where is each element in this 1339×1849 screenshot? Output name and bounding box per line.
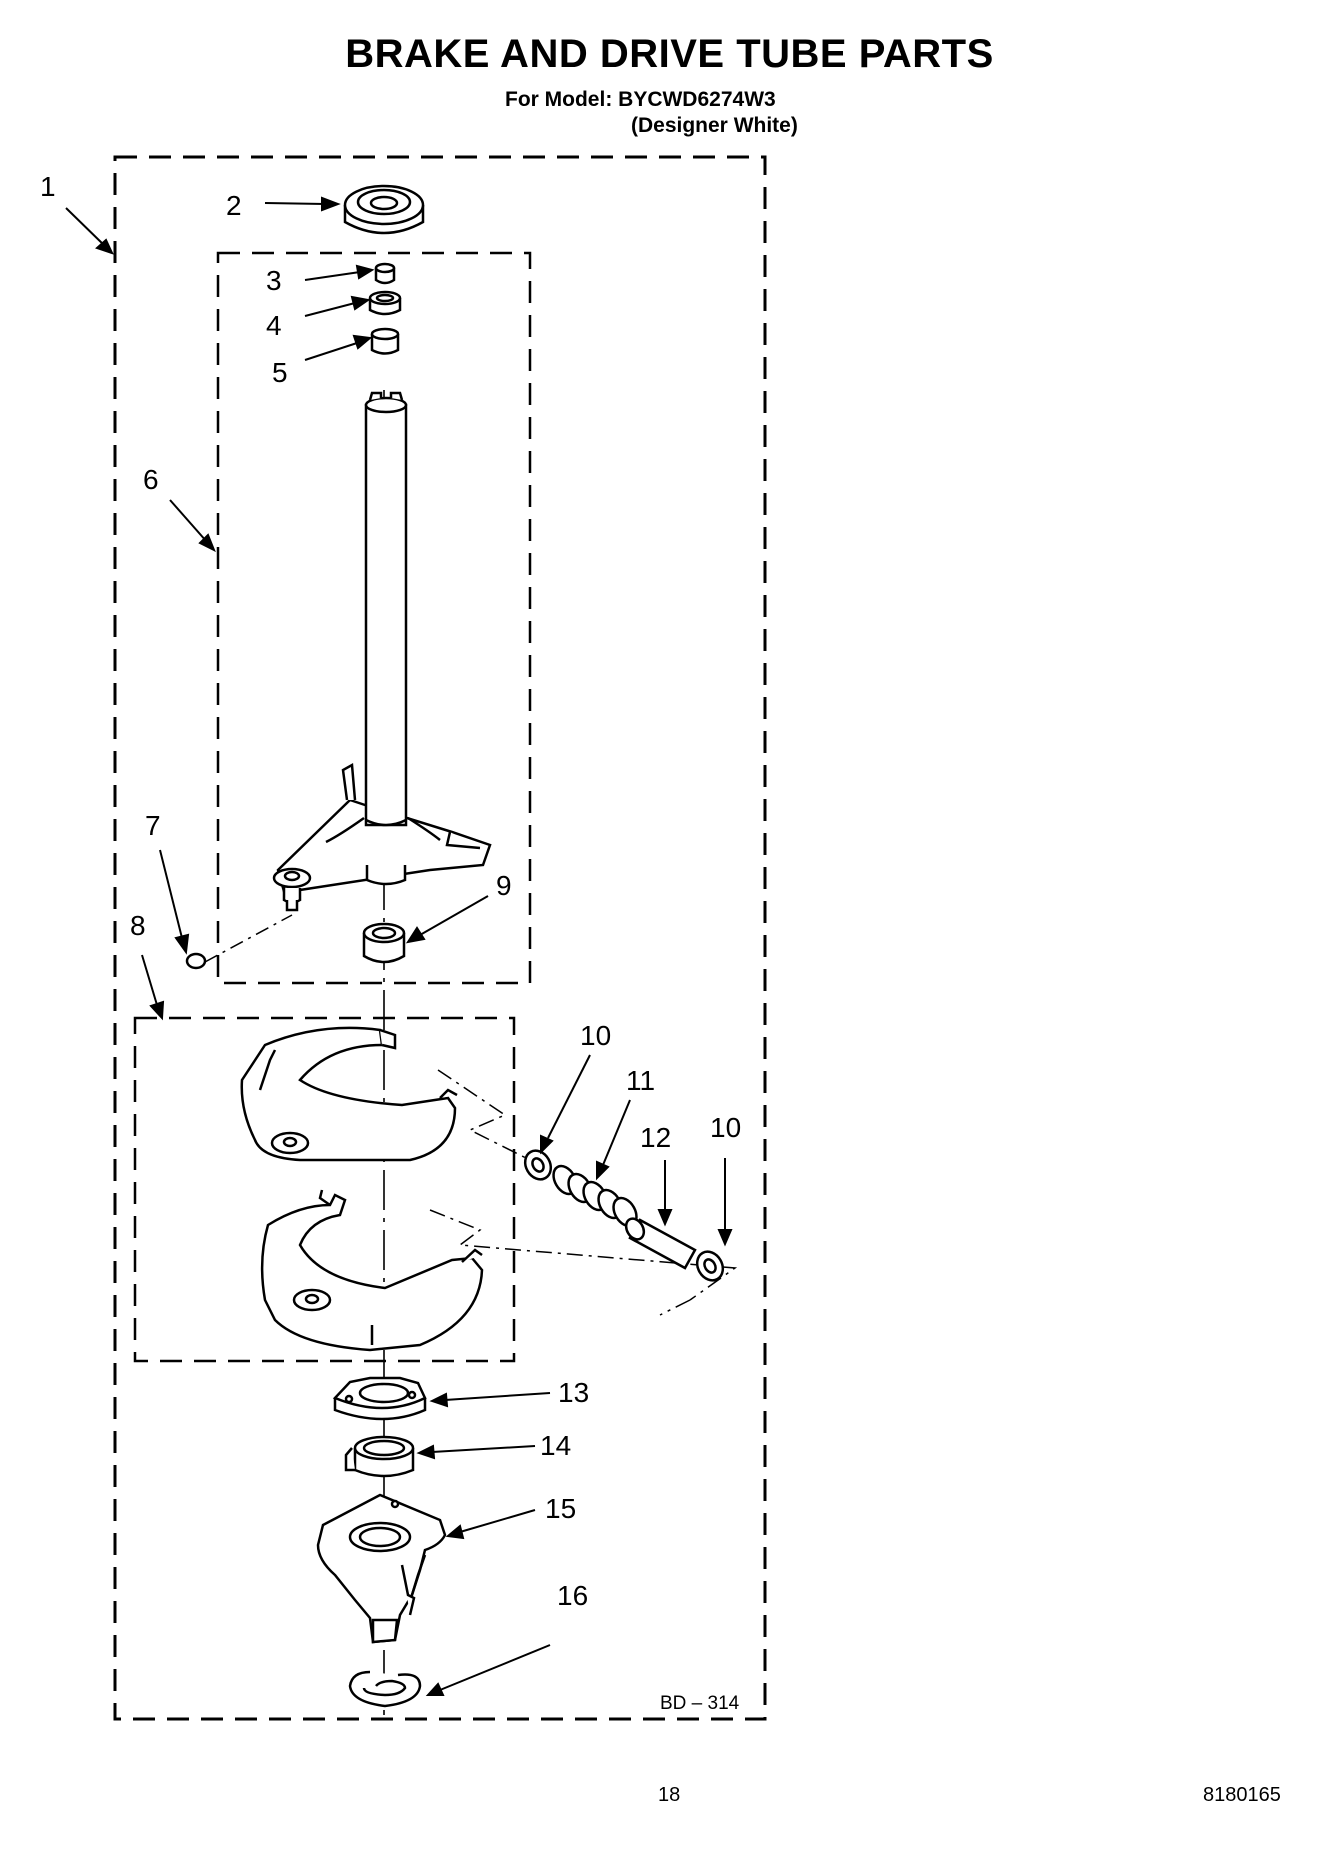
callout-2: 2: [226, 190, 242, 221]
callout-14: 14: [540, 1430, 571, 1461]
callout-12: 12: [640, 1122, 671, 1153]
callout-10-right: 10: [710, 1112, 741, 1143]
clamp-ring-part: [344, 1435, 415, 1478]
washer-left: [523, 1149, 553, 1181]
page-number: 18: [658, 1784, 681, 1806]
washer-right: [695, 1250, 725, 1282]
callout-5: 5: [272, 357, 288, 388]
drive-tube-part: [272, 391, 492, 912]
callout-7: 7: [145, 810, 161, 841]
brake-shoe-lower: [260, 1189, 484, 1352]
seal-part: [343, 184, 425, 235]
bearing-part: [362, 922, 406, 964]
diagram-code: BD – 314: [660, 1693, 740, 1714]
outer-assembly-boundary: [113, 155, 767, 1721]
callout-6: 6: [143, 464, 159, 495]
callout-11: 11: [626, 1065, 655, 1096]
callout-8: 8: [130, 910, 146, 941]
flange-part: [332, 1376, 427, 1421]
model-line: For Model: BYCWD6274W3: [505, 88, 776, 111]
callout-10-left: 10: [580, 1020, 611, 1051]
pin-part: [624, 1217, 697, 1270]
callout-16: 16: [557, 1580, 588, 1611]
page-title: BRAKE AND DRIVE TUBE PARTS: [345, 32, 994, 76]
callout-9: 9: [496, 870, 512, 901]
callout-1: 1: [40, 171, 56, 202]
callout-13: 13: [558, 1377, 589, 1408]
brake-shoe-upper: [240, 1026, 458, 1162]
callout-15: 15: [545, 1493, 576, 1524]
brake-boundary: [133, 1016, 516, 1363]
drive-tube-boundary: [216, 251, 532, 985]
callout-4: 4: [266, 310, 282, 341]
color-line: (Designer White): [631, 114, 798, 137]
snap-ring-part: [348, 1670, 422, 1708]
bushing-parts: [368, 262, 402, 355]
e-ring-part: [185, 914, 293, 970]
callout-3: 3: [266, 265, 282, 296]
leader-lines: [65, 196, 733, 1696]
drive-block-part: [316, 1493, 447, 1644]
doc-number: 8180165: [1203, 1784, 1281, 1806]
